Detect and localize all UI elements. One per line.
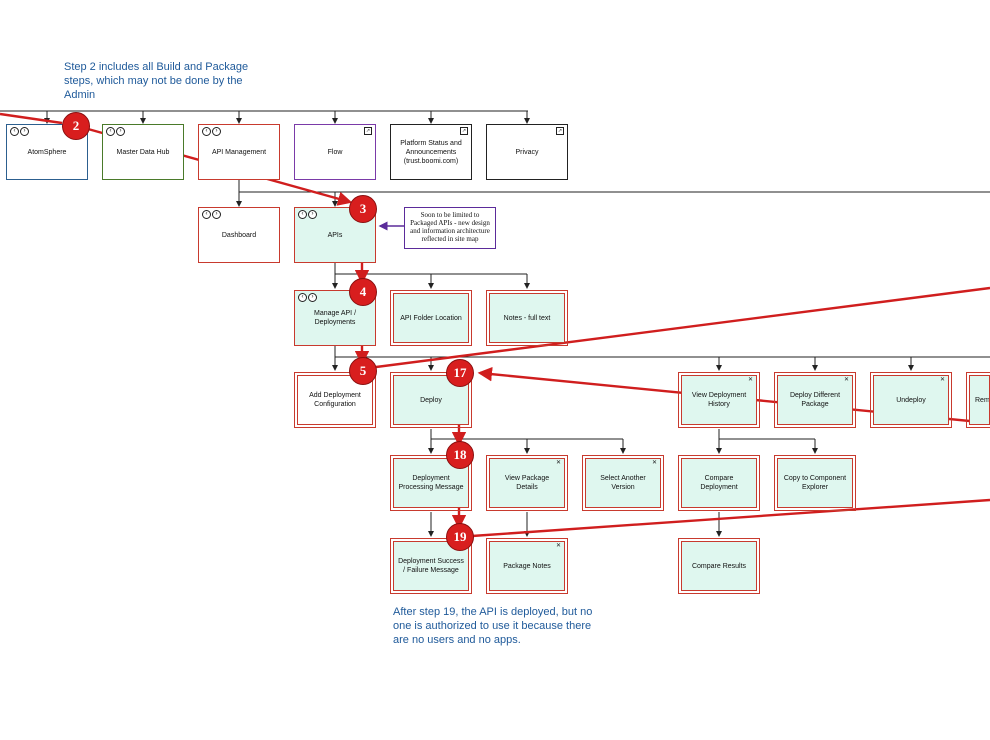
step-marker-5: 5 — [349, 357, 377, 385]
node-label: Manage API / Deployments — [313, 310, 357, 326]
nav-arrows-icon: ‹› — [106, 127, 125, 136]
node-label: Remo — [975, 396, 990, 404]
node-label: Select Another Version — [600, 475, 646, 491]
node-notes-full-text[interactable]: Notes - full text — [486, 290, 568, 346]
node-label: API Management — [211, 148, 267, 156]
close-icon: ✕ — [939, 377, 945, 383]
note-after-step-19: After step 19, the API is deployed, but … — [393, 606, 593, 646]
node-label: Privacy — [515, 148, 539, 156]
step-marker-4: 4 — [349, 278, 377, 306]
step-marker-18: 18 — [446, 441, 474, 469]
node-compare-results[interactable]: Compare Results — [678, 538, 760, 594]
step-marker-2: 2 — [62, 112, 90, 140]
node-deploy-different-package[interactable]: ✕ Deploy Different Package — [774, 372, 856, 428]
node-privacy[interactable]: ↗ Privacy — [486, 124, 568, 180]
node-label: Master Data Hub — [116, 148, 170, 156]
node-label: Deploy — [420, 396, 442, 404]
node-platform-status[interactable]: ↗ Platform Status and Announcements (tru… — [390, 124, 472, 180]
node-remove[interactable]: Remo — [966, 372, 990, 428]
nav-arrows-icon: ‹› — [10, 127, 29, 136]
external-link-icon: ↗ — [556, 127, 564, 135]
step-marker-17: 17 — [446, 359, 474, 387]
note-step-2: Step 2 includes all Build and Package st… — [64, 61, 249, 101]
node-label: Compare Results — [691, 562, 747, 570]
node-view-deployment-history[interactable]: ✕ View Deployment History — [678, 372, 760, 428]
close-icon: ✕ — [555, 543, 561, 549]
node-label: Compare Deployment — [700, 475, 738, 491]
node-label: Flow — [327, 148, 343, 156]
node-label: AtomSphere — [27, 148, 67, 156]
nav-arrows-icon: ‹› — [298, 210, 317, 219]
close-icon: ✕ — [843, 377, 849, 383]
node-view-package-details[interactable]: ✕ View Package Details — [486, 455, 568, 511]
node-flow[interactable]: ↗ Flow — [294, 124, 376, 180]
nav-arrows-icon: ‹› — [298, 293, 317, 302]
node-compare-deployment[interactable]: Compare Deployment — [678, 455, 760, 511]
node-label: Package Notes — [503, 562, 551, 570]
step-marker-3: 3 — [349, 195, 377, 223]
node-package-notes[interactable]: ✕ Package Notes — [486, 538, 568, 594]
callout-note: Soon to be limited to Packaged APIs - ne… — [404, 207, 496, 249]
node-label: Deployment Success / Failure Message — [398, 558, 464, 574]
node-dashboard[interactable]: ‹› Dashboard — [198, 207, 280, 263]
node-copy-to-component-explorer[interactable]: Copy to Component Explorer — [774, 455, 856, 511]
node-label: API Folder Location — [400, 314, 462, 322]
node-master-data-hub[interactable]: ‹› Master Data Hub — [102, 124, 184, 180]
node-label: Copy to Component Explorer — [783, 475, 847, 491]
close-icon: ✕ — [651, 460, 657, 466]
node-label: APIs — [327, 231, 343, 239]
node-select-another-version[interactable]: ✕ Select Another Version — [582, 455, 664, 511]
node-api-folder-location[interactable]: API Folder Location — [390, 290, 472, 346]
node-label: Undeploy — [896, 396, 926, 404]
node-api-management[interactable]: ‹› API Management — [198, 124, 280, 180]
node-label: Notes - full text — [503, 314, 551, 322]
node-label: Deploy Different Package — [789, 392, 841, 408]
external-link-icon: ↗ — [364, 127, 372, 135]
node-label: Add Deployment Configuration — [309, 392, 361, 408]
nav-arrows-icon: ‹› — [202, 210, 221, 219]
external-link-icon: ↗ — [460, 127, 468, 135]
close-icon: ✕ — [747, 377, 753, 383]
node-label: Dashboard — [221, 231, 257, 239]
node-label: View Package Details — [504, 475, 550, 491]
nav-arrows-icon: ‹› — [202, 127, 221, 136]
node-undeploy[interactable]: ✕ Undeploy — [870, 372, 952, 428]
step-marker-19: 19 — [446, 523, 474, 551]
node-label: View Deployment History — [691, 392, 747, 408]
close-icon: ✕ — [555, 460, 561, 466]
node-label: Deployment Processing Message — [398, 475, 464, 491]
node-label: Platform Status and Announcements (trust… — [400, 139, 462, 165]
